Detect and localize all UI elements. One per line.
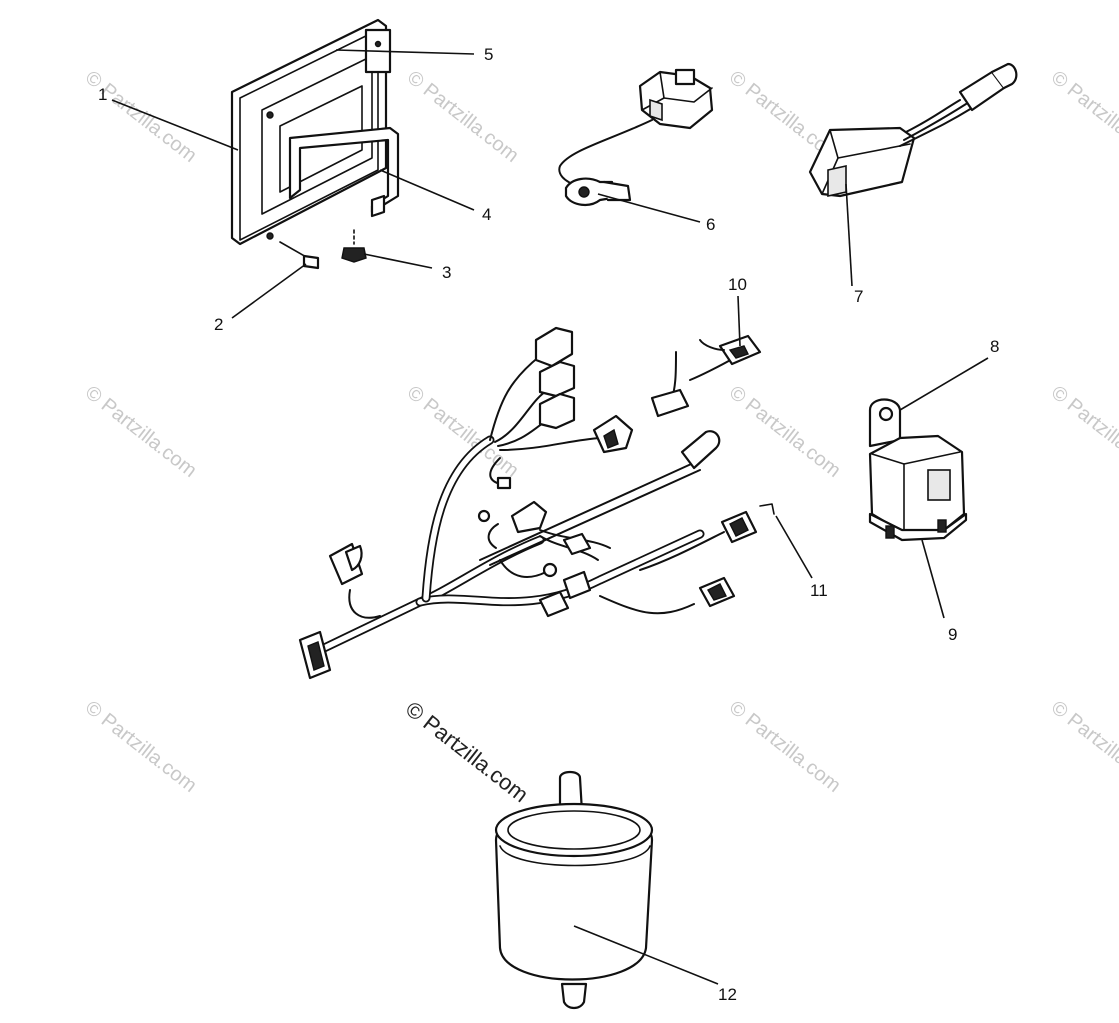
control-module-body — [230, 18, 388, 246]
watermark-main: © Partzilla.com — [401, 696, 533, 807]
leader-lines — [111, 49, 989, 985]
callout-8: 8 — [990, 337, 999, 356]
callout-9: 9 — [948, 625, 957, 644]
callout-3: 3 — [442, 263, 451, 282]
callout-labels: 1 2 3 4 5 6 7 8 9 10 11 12 — [98, 45, 999, 1004]
wire-harness — [298, 326, 775, 680]
switch-module — [808, 62, 1018, 198]
watermark: © Partzilla.com — [81, 382, 201, 482]
control-module-assembly — [230, 18, 400, 270]
callout-1: 1 — [98, 85, 107, 104]
callout-12: 12 — [718, 985, 737, 1004]
fuel-filter — [494, 770, 654, 1010]
watermark: © Partzilla.com — [725, 382, 845, 482]
watermark: © Partzilla.com — [403, 67, 523, 167]
watermark: © Partzilla.com — [1047, 67, 1119, 167]
watermark: © Partzilla.com — [1047, 382, 1119, 482]
callout-11: 11 — [810, 581, 828, 600]
callout-7: 7 — [854, 287, 863, 306]
callout-6: 6 — [706, 215, 715, 234]
watermark: © Partzilla.com — [725, 697, 845, 797]
watermark: © Partzilla.com — [1047, 697, 1119, 797]
callout-10: 10 — [728, 275, 747, 294]
nut — [341, 229, 367, 263]
sensor-connector — [558, 68, 714, 206]
callout-5: 5 — [484, 45, 493, 64]
callout-4: 4 — [482, 205, 491, 224]
clip — [759, 503, 775, 515]
callout-2: 2 — [214, 315, 223, 334]
relay — [868, 398, 968, 542]
relay-mounting-tab — [868, 398, 902, 448]
watermark: © Partzilla.com — [81, 67, 201, 167]
watermark: © Partzilla.com — [81, 697, 201, 797]
screw — [279, 241, 320, 270]
